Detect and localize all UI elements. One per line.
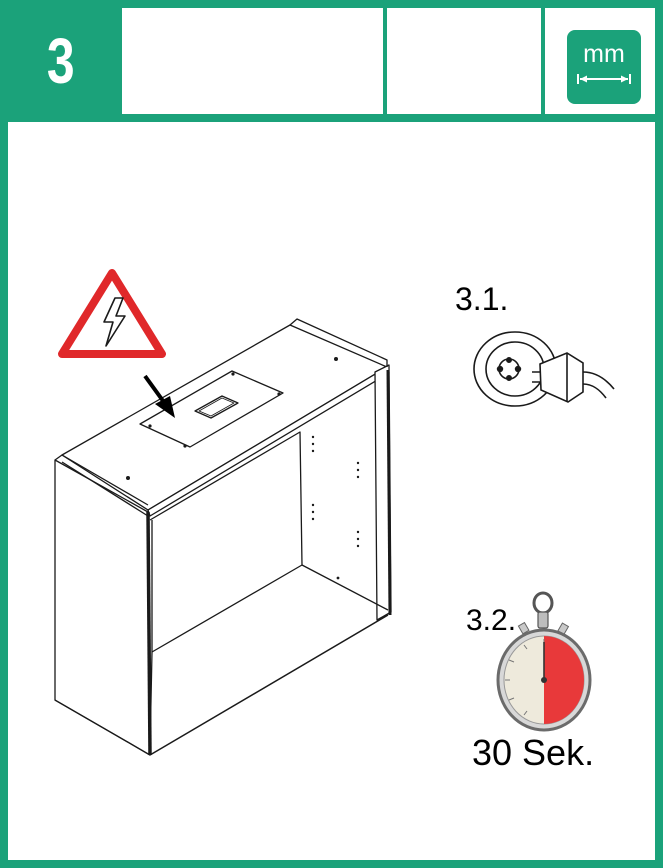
step-number: 3 [47, 25, 75, 97]
header-divider [0, 114, 663, 122]
electrical-hazard-warning-icon [58, 269, 166, 358]
step-number-box: 3 [0, 0, 122, 122]
pointing-arrow-icon [143, 374, 175, 418]
stopwatch-icon [496, 591, 592, 732]
socket-unplug-icon [473, 331, 615, 407]
step-label-3-2: 3.2. [466, 604, 517, 637]
header-column-divider [541, 0, 545, 118]
unit-badge: mm [567, 30, 641, 104]
unit-label: mm [583, 40, 625, 68]
cabinet-illustration [54, 318, 392, 756]
header-column-divider [383, 0, 387, 118]
timer-duration-label: 30 Sek. [472, 732, 595, 773]
step-label-3-1: 3.1. [455, 281, 509, 317]
measure-arrow-icon [577, 74, 631, 84]
screw-dots [126, 357, 360, 580]
